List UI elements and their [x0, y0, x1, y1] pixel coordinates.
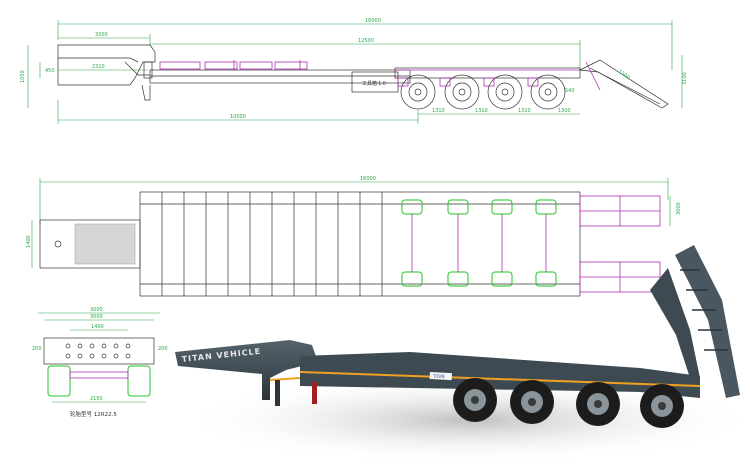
rear-view: 3000 3000 1400 200 200 2150 轮胎型号 12R22.5 [32, 307, 168, 418]
dim-overall-length: 16000 [365, 18, 381, 24]
dim-rear-track: 2150 [90, 396, 103, 402]
top-axles [401, 199, 557, 287]
dim-rear-width-1: 3000 [90, 307, 103, 313]
dim-rear-width-2: 3000 [90, 314, 103, 320]
photo-wheels [453, 378, 684, 428]
dim-kingpin: 450 [45, 68, 55, 74]
dim-kingpin-offset: 2310 [92, 64, 105, 70]
rear-wheel-left [47, 365, 71, 397]
side-wheels [397, 74, 566, 110]
dim-ramp-length: 1500 [617, 69, 631, 81]
dim-axle-3: 1310 [518, 108, 531, 114]
photo-stripe [299, 371, 701, 387]
rear-bolt-holes [65, 343, 131, 359]
photo-ramp-left [650, 268, 700, 378]
dim-top-width-right: 3000 [676, 202, 682, 215]
dim-axle-2: 1310 [475, 108, 488, 114]
dim-gooseneck: 3300 [95, 32, 108, 38]
top-crossmembers [161, 192, 383, 296]
dim-top-length: 16000 [360, 176, 376, 182]
dim-rear-width-3: 1400 [91, 324, 104, 330]
side-view: 16000 3300 12500 1050 450 2310 工具箱 1.0 [20, 18, 688, 124]
dim-top-width-left: 1400 [26, 235, 32, 248]
photo-plate-text: TITAN [432, 374, 444, 379]
main-deck-outline [149, 69, 411, 84]
dim-wheelbase: 10000 [230, 114, 246, 120]
dim-rear-side-left: 200 [32, 346, 42, 352]
gooseneck-outline [57, 44, 156, 86]
photo-ramp-right [675, 245, 740, 398]
toolbox-label-suffix: 1.0 [378, 81, 386, 87]
dim-axle-4: 1300 [558, 108, 571, 114]
trailer-photo: TITAN VEHICLE TITAN [175, 245, 750, 464]
rear-wheel-right [127, 365, 151, 397]
top-view: 16000 1400 [26, 176, 682, 297]
rear-frame [43, 337, 155, 365]
side-ramp [578, 59, 669, 109]
toolbox-label: 工具箱 [362, 80, 377, 87]
dim-axle-1: 1310 [432, 108, 445, 114]
dim-height: 1050 [20, 70, 26, 83]
photo-plate [429, 372, 452, 381]
dim-rear-overhang: 540 [565, 88, 575, 94]
dim-deck: 12500 [358, 38, 374, 44]
photo-gooseneck [175, 340, 318, 400]
top-ramps [579, 195, 661, 293]
dim-rear-side-right: 200 [158, 346, 168, 352]
tire-spec-caption: 轮胎型号 12R22.5 [70, 410, 117, 418]
dim-ramp-height: 3100 [682, 72, 688, 85]
